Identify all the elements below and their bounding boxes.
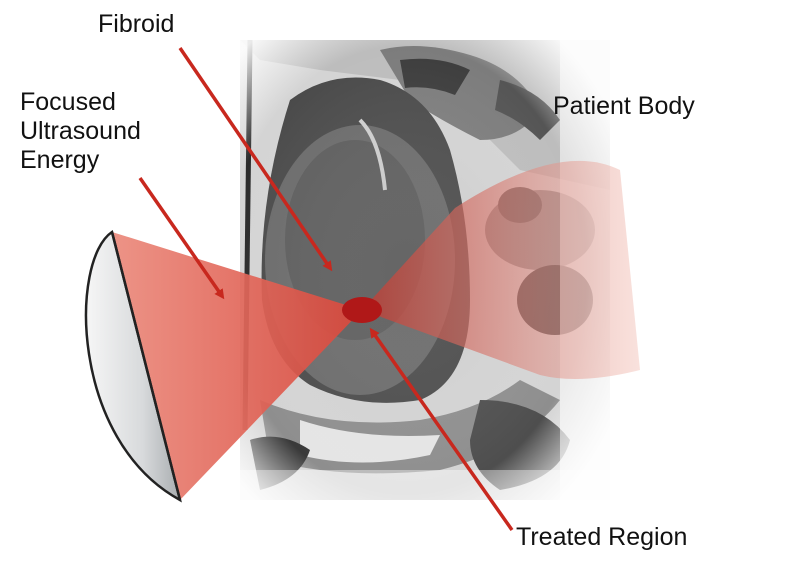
patient-body-label: Patient Body bbox=[553, 92, 695, 121]
treated-region-label: Treated Region bbox=[516, 523, 687, 552]
fibroid-label: Fibroid bbox=[98, 10, 174, 39]
treated-region-spot bbox=[342, 297, 382, 323]
focused-ultrasound-energy-label: Focused Ultrasound Energy bbox=[20, 88, 141, 175]
